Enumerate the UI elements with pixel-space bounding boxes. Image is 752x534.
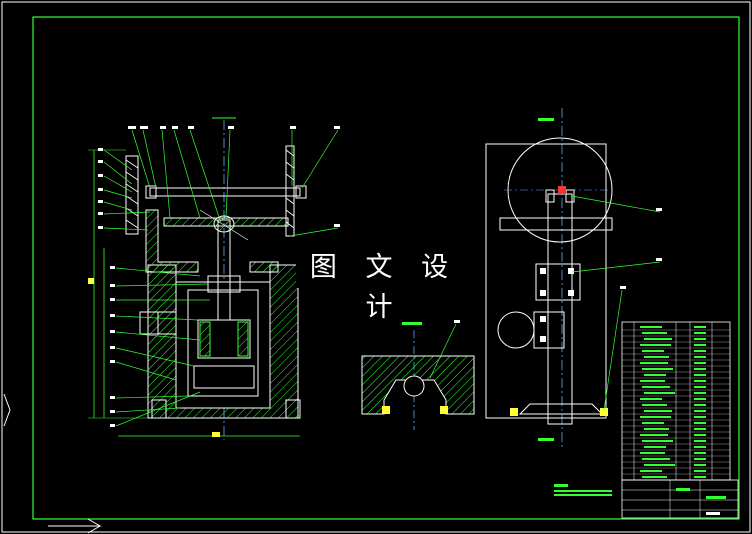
table-cell-mark [694, 332, 706, 334]
table-cell-mark [694, 476, 706, 478]
part-leaders-front [103, 129, 339, 427]
table-cell-mark [640, 362, 668, 364]
table-cell-mark [694, 362, 706, 364]
table-cell-mark [694, 458, 706, 460]
table-cell-mark [640, 344, 671, 346]
watermark-text: 图 文 设 计 [296, 248, 472, 323]
technical-notes [554, 484, 612, 496]
table-cell-mark [694, 422, 706, 424]
table-cell-mark [694, 452, 706, 454]
table-cell-mark [642, 476, 667, 478]
part-number-marks [98, 126, 340, 427]
table-cell-mark [640, 452, 665, 454]
table-cell-mark [644, 446, 666, 448]
table-cell-mark [694, 338, 706, 340]
table-cell-mark [640, 434, 668, 436]
table-cell-mark [694, 350, 706, 352]
table-cell-mark [640, 470, 662, 472]
table-cell-mark [644, 356, 669, 358]
section-detail-view [361, 320, 475, 430]
table-cell-mark [694, 386, 706, 388]
table-cell-mark [694, 344, 706, 346]
table-cell-mark [642, 422, 664, 424]
parts-list-table [621, 321, 731, 481]
table-cell-mark [694, 374, 706, 376]
title-block [621, 479, 739, 519]
table-cell-mark [694, 440, 706, 442]
table-cell-mark [694, 410, 706, 412]
table-cell-mark [694, 326, 706, 328]
arrow-mark-icon [3, 393, 102, 534]
table-cell-mark [644, 410, 672, 412]
table-cell-mark [642, 332, 667, 334]
table-cell-mark [644, 374, 666, 376]
drawing-frame [32, 16, 740, 520]
table-cell-mark [642, 368, 673, 370]
table-cell-mark [694, 470, 706, 472]
table-cell-mark [694, 392, 706, 394]
table-cell-mark [640, 416, 671, 418]
table-cell-mark [644, 338, 672, 340]
table-cell-mark [694, 404, 706, 406]
table-cell-mark [694, 446, 706, 448]
table-cell-mark [640, 326, 662, 328]
table-cell-mark [694, 356, 706, 358]
table-cell-mark [694, 416, 706, 418]
table-cell-mark [640, 398, 662, 400]
table-cell-mark [694, 398, 706, 400]
side-view [485, 108, 662, 450]
table-cell-mark [642, 458, 670, 460]
table-cell-mark [644, 428, 669, 430]
front-section-view [88, 117, 307, 440]
table-cell-mark [694, 464, 706, 466]
table-cell-mark [642, 404, 667, 406]
table-cell-mark [694, 428, 706, 430]
table-cell-mark [644, 392, 675, 394]
table-cell-mark [642, 440, 673, 442]
view-label-mark [538, 118, 554, 121]
table-cell-mark [640, 380, 665, 382]
table-cell-mark [694, 368, 706, 370]
view-label-mark [402, 322, 422, 325]
table-cell-mark [644, 464, 675, 466]
view-label-mark [538, 438, 554, 441]
table-cell-mark [694, 434, 706, 436]
table-cell-mark [642, 386, 670, 388]
table-cell-mark [642, 350, 664, 352]
table-cell-mark [694, 380, 706, 382]
